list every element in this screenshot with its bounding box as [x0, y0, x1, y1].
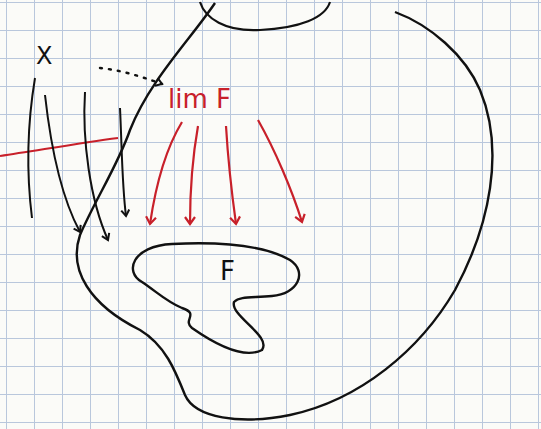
diagram-blob: F — [112, 238, 308, 362]
dotted-arrow — [100, 68, 162, 84]
limit-arrow — [258, 120, 302, 222]
top-outline — [200, 2, 330, 30]
object-label: lim F — [168, 86, 231, 112]
diagram-name: F — [220, 258, 235, 284]
limit-arrow — [190, 126, 198, 224]
limit-arrow — [226, 126, 236, 224]
blob-outline — [112, 238, 308, 362]
cone-arrow — [28, 78, 35, 218]
object-label: X — [36, 44, 52, 68]
limit-arrow — [150, 122, 182, 224]
category-outline — [77, 3, 493, 419]
cone-arrow — [45, 95, 80, 232]
cone-arrow — [84, 92, 108, 240]
cone-arrow — [120, 108, 126, 216]
red-line — [0, 138, 118, 156]
